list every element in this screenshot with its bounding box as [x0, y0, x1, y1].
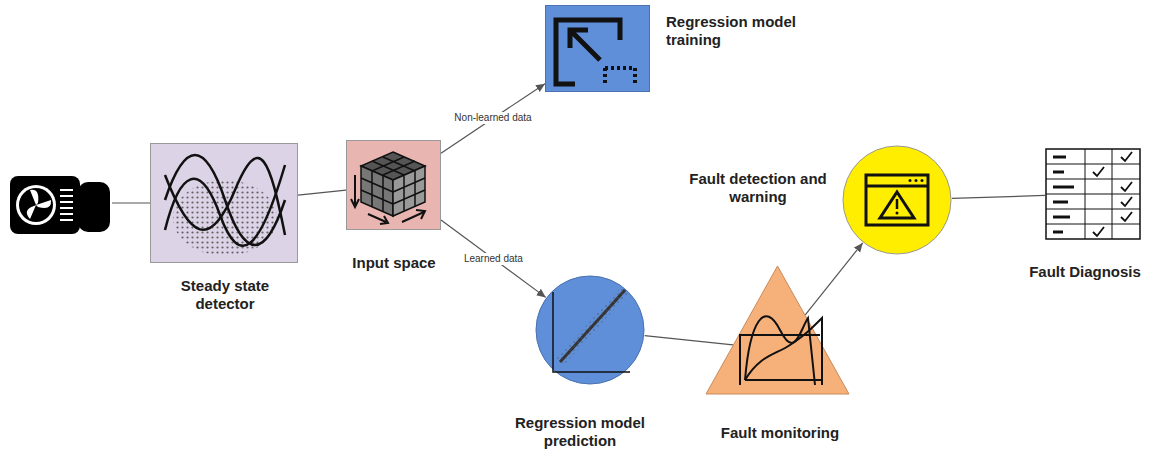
node-label: Input space: [334, 254, 454, 272]
input-space-box: Input space: [346, 140, 441, 230]
node-label: Fault Diagnosis: [1020, 263, 1150, 281]
node-label: Regression model prediction: [505, 414, 655, 450]
ac-unit-icon: [10, 176, 110, 234]
detector-box: Steady state detector: [150, 143, 298, 263]
warning-circle: Fault detection and warning: [842, 145, 952, 255]
monitoring-triangle: Fault monitoring: [705, 265, 850, 395]
training-icon: [556, 20, 635, 84]
node-label: Fault detection and warning: [688, 170, 828, 206]
shape-outline: [705, 265, 850, 395]
diagnosis-table: Fault Diagnosis: [1045, 148, 1141, 240]
shape-outline: [535, 275, 645, 385]
connector: [441, 84, 545, 154]
connector: [952, 195, 1045, 198]
node-label: Regression model training: [666, 13, 821, 49]
connector: [298, 190, 346, 195]
edge-label: Non-learned data: [452, 112, 533, 124]
connector: [805, 243, 862, 315]
node-label: Steady state detector: [164, 277, 286, 313]
waveform-icon: [165, 155, 285, 256]
unit-wire: [112, 202, 150, 203]
connector: [441, 220, 546, 297]
warning-window-icon: [866, 175, 928, 225]
monitoring-chart-icon: [740, 316, 822, 385]
training-box: Regression model training: [545, 5, 650, 92]
connector: [645, 336, 733, 345]
scatter-plot-icon: [553, 290, 630, 372]
edge-label: Learned data: [462, 253, 525, 265]
cube-icon: [351, 152, 425, 224]
checklist-table-icon: [1046, 149, 1140, 239]
node-label: Fault monitoring: [700, 424, 860, 442]
shape-outline: [842, 145, 952, 255]
prediction-circle: Regression model prediction: [535, 275, 645, 385]
